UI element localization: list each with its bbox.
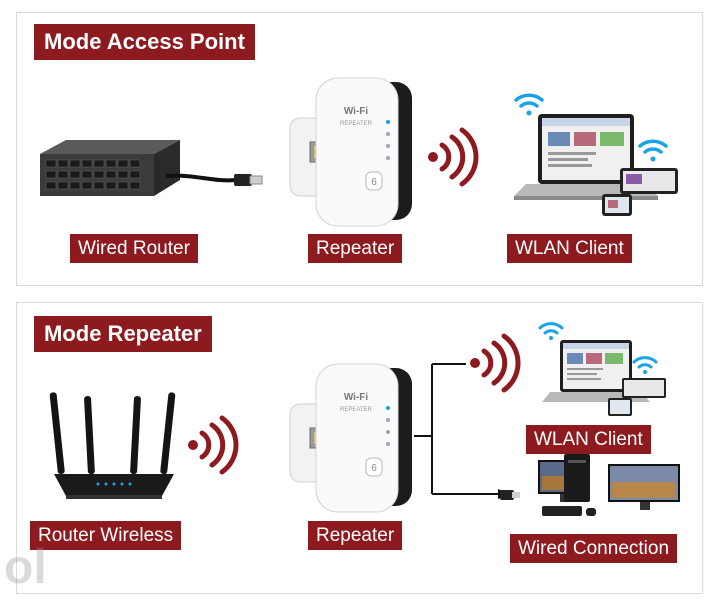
wired-connection-devices-icon bbox=[500, 454, 680, 516]
wireless-router-icon bbox=[49, 392, 176, 499]
wired-router-label: Wired Router bbox=[70, 234, 198, 263]
repeater-model-text-2: REPEATER bbox=[340, 407, 373, 413]
repeater-signal-icon bbox=[470, 333, 521, 393]
repeater-label-ap: Repeater bbox=[308, 234, 403, 263]
watermark-logo: ol bbox=[4, 541, 47, 594]
access-point-title: Mode Access Point bbox=[34, 24, 255, 60]
wlan-client-label-ap: WLAN Client bbox=[507, 234, 632, 263]
repeater-logo-text-2: Wi-Fi bbox=[344, 392, 369, 403]
wlan-client-label-rep: WLAN Client bbox=[526, 425, 651, 454]
wlan-client-devices-icon bbox=[514, 93, 678, 216]
repeater-device-icon-2: 6 Wi-Fi REPEATER bbox=[289, 363, 412, 513]
repeater-logo-text: Wi-Fi bbox=[344, 106, 369, 117]
router-wireless-label: Router Wireless bbox=[30, 521, 182, 550]
wlan-client-devices-icon-2 bbox=[538, 322, 666, 416]
svg-text:6: 6 bbox=[371, 463, 377, 474]
repeater-label-rep: Repeater bbox=[308, 521, 403, 550]
wifi-icon bbox=[514, 93, 544, 116]
wired-connection-label: Wired Connection bbox=[510, 534, 678, 563]
wireless-signal-icon bbox=[428, 127, 479, 187]
repeater-device-icon: 6 Wi-Fi REPEATER bbox=[289, 77, 412, 227]
repeater-mode-title: Mode Repeater bbox=[34, 316, 212, 352]
router-signal-icon bbox=[188, 415, 239, 475]
repeater-model-text: REPEATER bbox=[340, 121, 373, 127]
svg-text:6: 6 bbox=[371, 177, 377, 188]
wired-router-icon bbox=[40, 140, 263, 196]
